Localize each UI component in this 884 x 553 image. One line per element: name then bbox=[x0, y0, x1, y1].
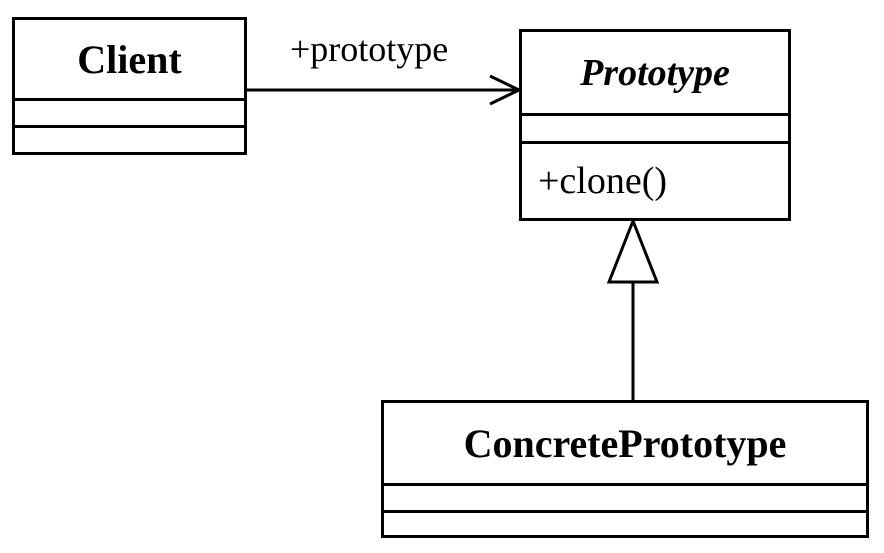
class-client-name: Client bbox=[77, 36, 182, 82]
class-concrete-prototype-operations bbox=[384, 510, 866, 535]
class-concrete-prototype-name: ConcretePrototype bbox=[463, 420, 787, 466]
operation-clone: +clone() bbox=[538, 160, 668, 202]
class-prototype-name: Prototype bbox=[580, 51, 730, 94]
class-prototype[interactable]: Prototype +clone() bbox=[519, 29, 791, 221]
class-client-attributes bbox=[15, 98, 244, 125]
class-client[interactable]: Client bbox=[12, 17, 247, 155]
class-prototype-operations: +clone() bbox=[522, 141, 788, 218]
class-prototype-attributes bbox=[522, 113, 788, 141]
class-concrete-prototype-attributes bbox=[384, 483, 866, 510]
association-label: +prototype bbox=[290, 29, 449, 69]
class-client-operations bbox=[15, 125, 244, 152]
generalization-triangle bbox=[606, 216, 660, 284]
class-concrete-prototype[interactable]: ConcretePrototype bbox=[381, 400, 869, 538]
